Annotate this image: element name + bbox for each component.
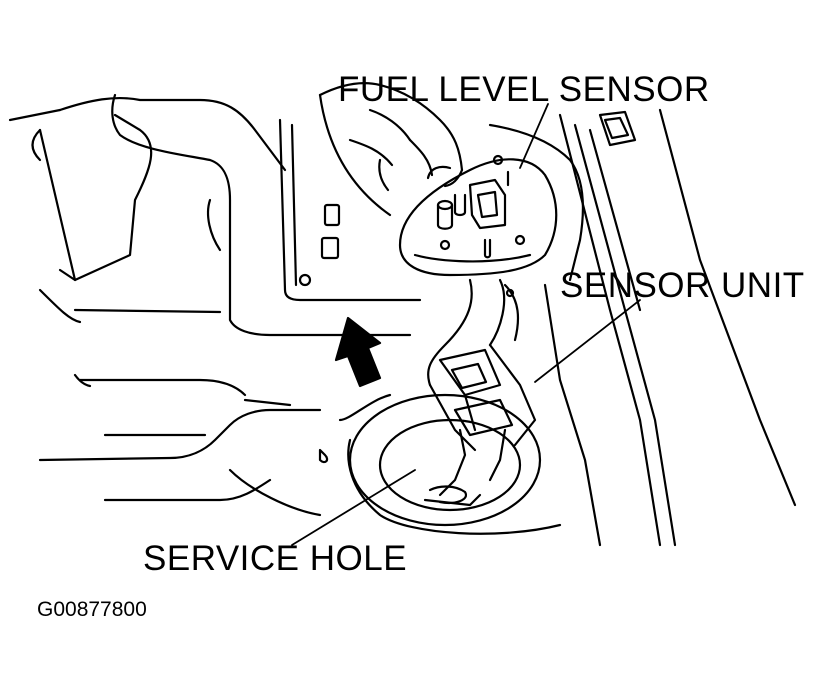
left-hand-outline — [31, 113, 153, 282]
service-hole-leader — [291, 469, 416, 546]
mounting-bracket — [278, 118, 422, 302]
figure-id: G00877800 — [37, 598, 147, 621]
sensor-unit-label: SENSOR UNIT — [560, 266, 805, 305]
fuel-level-sensor-label: FUEL LEVEL SENSOR — [338, 70, 710, 109]
right-hand-outline — [318, 81, 464, 217]
right-panel-edges — [338, 108, 797, 547]
service-hole — [347, 393, 562, 535]
fuel-level-sensor-leader — [519, 103, 549, 169]
lift-arrow — [334, 316, 382, 388]
sensor-unit-leader — [534, 299, 641, 383]
service-hole-label: SERVICE HOLE — [143, 539, 408, 578]
sensor-plate — [398, 154, 558, 277]
body-panel-contours — [8, 93, 412, 517]
leader-lines — [291, 103, 641, 546]
